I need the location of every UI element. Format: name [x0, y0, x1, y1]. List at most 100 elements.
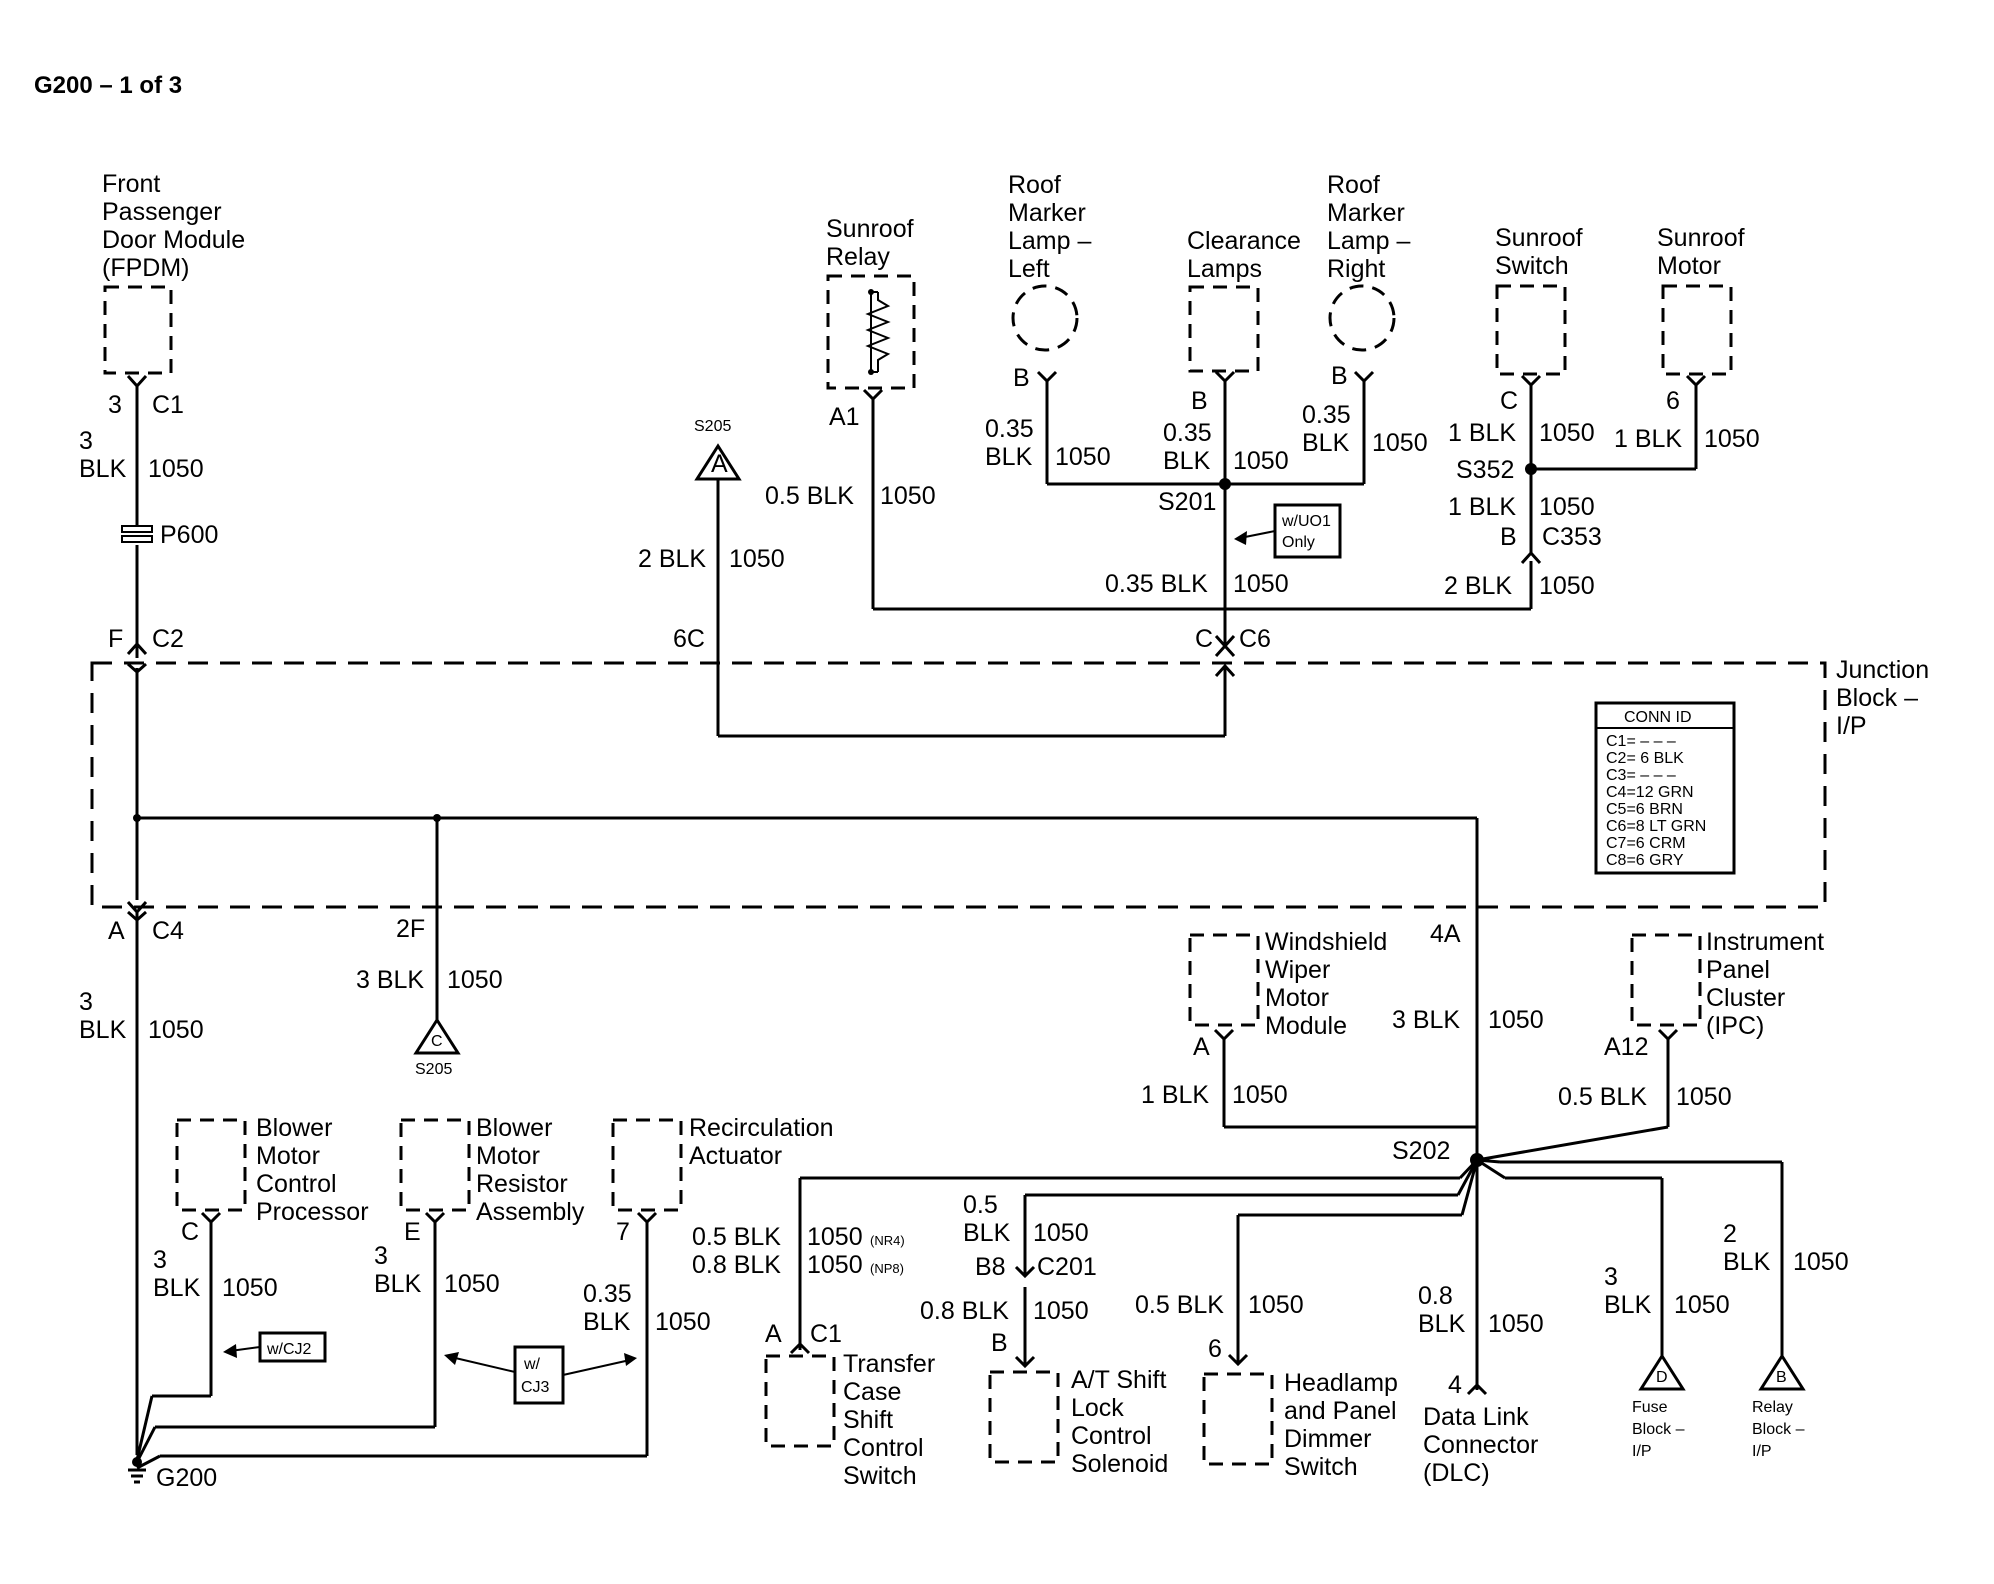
- note-wcj3: w/ CJ3: [444, 1345, 637, 1405]
- svg-text:Clearance: Clearance: [1187, 227, 1301, 255]
- recirculation-component: Recirculation Actuator: [611, 1114, 834, 1212]
- svg-text:I/P: I/P: [1836, 712, 1867, 740]
- svg-text:(DLC): (DLC): [1423, 1459, 1490, 1487]
- svg-text:2 BLK: 2 BLK: [1444, 572, 1512, 600]
- clearance-lamps-component: Clearance Lamps: [1187, 227, 1301, 373]
- svg-text:0.35: 0.35: [583, 1280, 632, 1308]
- svg-text:1 BLK: 1 BLK: [1448, 419, 1516, 447]
- svg-text:0.5 BLK: 0.5 BLK: [1135, 1291, 1224, 1319]
- svg-text:BLK: BLK: [1604, 1291, 1652, 1319]
- svg-text:D: D: [1656, 1369, 1668, 1386]
- sunroof-relay-component: Sunroof Relay: [826, 215, 916, 390]
- svg-text:1050: 1050: [807, 1251, 863, 1279]
- svg-text:(FPDM): (FPDM): [102, 254, 189, 282]
- svg-text:C2= 6 BLK: C2= 6 BLK: [1606, 750, 1684, 767]
- svg-text:A12: A12: [1604, 1033, 1648, 1061]
- svg-text:3: 3: [108, 391, 122, 419]
- svg-text:S352: S352: [1456, 456, 1514, 484]
- svg-text:1 BLK: 1 BLK: [1448, 493, 1516, 521]
- svg-text:0.35: 0.35: [1163, 419, 1212, 447]
- junction-block-outline: [90, 661, 1827, 909]
- svg-text:C: C: [1195, 625, 1213, 653]
- svg-text:BLK: BLK: [374, 1270, 422, 1298]
- conn-id-table: CONN ID C1= – – – C2= 6 BLK C3= – – – C4…: [1594, 701, 1736, 875]
- svg-text:0.5: 0.5: [963, 1191, 998, 1219]
- svg-text:Lock: Lock: [1071, 1394, 1124, 1422]
- svg-text:Connector: Connector: [1423, 1431, 1538, 1459]
- svg-text:BLK: BLK: [1723, 1248, 1771, 1276]
- svg-text:C7=6 CRM: C7=6 CRM: [1606, 835, 1686, 852]
- svg-text:Motor: Motor: [1265, 984, 1329, 1012]
- svg-text:1050: 1050: [444, 1270, 500, 1298]
- svg-text:C: C: [431, 1033, 443, 1050]
- sunroof-motor-component: Sunroof Motor: [1657, 224, 1745, 376]
- svg-text:3: 3: [79, 988, 93, 1016]
- svg-text:C5=6 BRN: C5=6 BRN: [1606, 801, 1683, 818]
- svg-text:Instrument: Instrument: [1706, 928, 1824, 956]
- svg-text:Lamp –: Lamp –: [1008, 227, 1091, 255]
- svg-text:Fuse: Fuse: [1632, 1399, 1668, 1416]
- svg-text:S205: S205: [694, 418, 731, 435]
- svg-text:1050: 1050: [1233, 570, 1289, 598]
- svg-text:(NP8): (NP8): [870, 1261, 904, 1276]
- svg-text:2F: 2F: [396, 915, 425, 943]
- svg-text:4: 4: [1448, 1371, 1462, 1399]
- svg-text:w/UO1: w/UO1: [1281, 513, 1331, 530]
- svg-text:Panel: Panel: [1706, 956, 1770, 984]
- connector-symbols: [126, 370, 1707, 1396]
- svg-text:1050: 1050: [148, 455, 204, 483]
- svg-text:CJ3: CJ3: [521, 1379, 550, 1396]
- svg-text:6: 6: [1666, 387, 1680, 415]
- svg-text:Front: Front: [102, 170, 160, 198]
- svg-text:Transfer: Transfer: [843, 1350, 935, 1378]
- svg-text:1050: 1050: [148, 1016, 204, 1044]
- svg-text:BLK: BLK: [1418, 1310, 1466, 1338]
- svg-text:1050: 1050: [1033, 1219, 1089, 1247]
- svg-text:I/P: I/P: [1632, 1443, 1652, 1460]
- svg-text:(IPC): (IPC): [1706, 1012, 1764, 1040]
- svg-text:Sunroof: Sunroof: [1495, 224, 1583, 252]
- svg-text:C353: C353: [1542, 523, 1602, 551]
- svg-text:3: 3: [153, 1246, 167, 1274]
- svg-text:S202: S202: [1392, 1137, 1450, 1165]
- svg-text:1050: 1050: [1704, 425, 1760, 453]
- svg-text:1050: 1050: [1233, 447, 1289, 475]
- svg-text:Processor: Processor: [256, 1198, 369, 1226]
- svg-text:S201: S201: [1158, 488, 1216, 516]
- svg-text:6: 6: [1208, 1335, 1222, 1363]
- svg-text:Door Module: Door Module: [102, 226, 245, 254]
- transfer-case-component: Transfer Case Shift Control Switch: [764, 1350, 935, 1490]
- svg-text:1050: 1050: [1676, 1083, 1732, 1111]
- splice-dots: [132, 463, 1537, 1467]
- svg-text:0.35: 0.35: [985, 415, 1034, 443]
- svg-text:0.5 BLK: 0.5 BLK: [765, 482, 854, 510]
- svg-text:C3= – – –: C3= – – –: [1606, 767, 1676, 784]
- svg-text:BLK: BLK: [985, 443, 1033, 471]
- fpdm-component: Front Passenger Door Module (FPDM): [102, 170, 245, 375]
- svg-text:6C: 6C: [673, 625, 705, 653]
- svg-text:and Panel: and Panel: [1284, 1397, 1397, 1425]
- svg-text:1050: 1050: [729, 545, 785, 573]
- svg-text:BLK: BLK: [583, 1308, 631, 1336]
- svg-text:1050: 1050: [655, 1308, 711, 1336]
- svg-text:Left: Left: [1008, 255, 1050, 283]
- sunroof-switch-component: Sunroof Switch: [1495, 224, 1583, 376]
- svg-text:1050: 1050: [1539, 572, 1595, 600]
- note-wuo1: w/UO1 Only: [1234, 503, 1342, 559]
- svg-text:B: B: [1776, 1369, 1787, 1386]
- svg-text:C: C: [1500, 387, 1518, 415]
- svg-text:1050: 1050: [1488, 1310, 1544, 1338]
- svg-text:Right: Right: [1327, 255, 1385, 283]
- svg-text:0.5 BLK: 0.5 BLK: [692, 1223, 781, 1251]
- svg-text:CONN ID: CONN ID: [1624, 709, 1692, 726]
- svg-text:A1: A1: [829, 403, 860, 431]
- svg-text:E: E: [404, 1218, 421, 1246]
- svg-text:Control: Control: [1071, 1422, 1152, 1450]
- svg-text:BLK: BLK: [1302, 429, 1350, 457]
- svg-text:Sunroof: Sunroof: [826, 215, 914, 243]
- svg-text:0.5 BLK: 0.5 BLK: [1558, 1083, 1647, 1111]
- svg-text:Block –: Block –: [1752, 1421, 1805, 1438]
- svg-text:Wiper: Wiper: [1265, 956, 1330, 984]
- svg-text:C1= – – –: C1= – – –: [1606, 733, 1676, 750]
- svg-text:Sunroof: Sunroof: [1657, 224, 1745, 252]
